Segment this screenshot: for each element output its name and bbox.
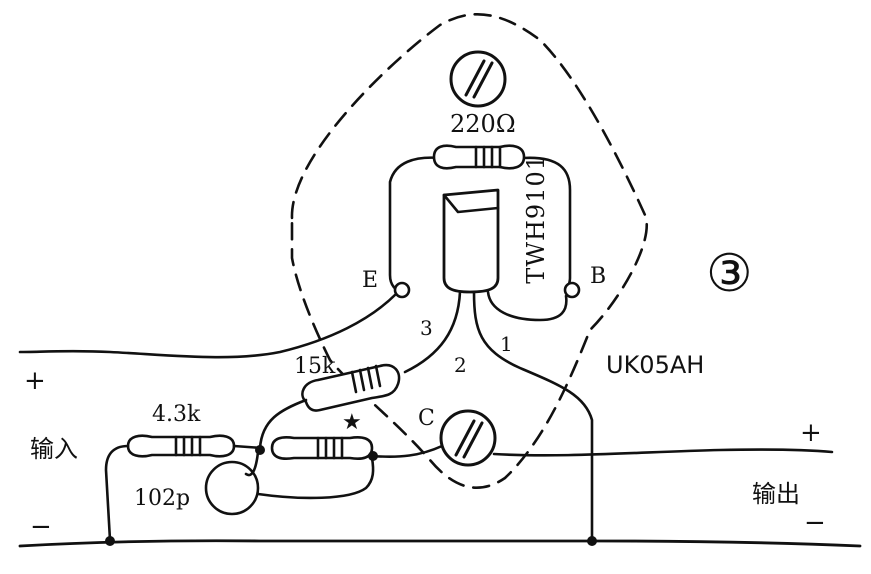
junction-dot-right <box>368 451 378 461</box>
junction-dot-left <box>255 445 265 455</box>
pin-1-label: 1 <box>500 332 513 356</box>
wire-220-left <box>388 156 442 292</box>
terminal-e-pad <box>393 281 411 299</box>
capacitor-102p-body <box>204 460 260 516</box>
input-minus-sign: − <box>30 512 52 542</box>
resistor-star-body <box>270 436 374 460</box>
chip-label: TWH9101 <box>522 154 550 284</box>
wire-ground <box>18 539 862 548</box>
chip-pin-1 <box>486 290 568 322</box>
c-trimmer <box>439 409 497 467</box>
pin-2-label: 2 <box>454 353 467 377</box>
input-plus-sign: + <box>24 366 46 396</box>
chip-pin-2 <box>472 290 594 542</box>
wire-cap-right <box>256 456 375 500</box>
output-minus-sign: − <box>804 508 826 538</box>
wire-output-plus <box>492 448 834 457</box>
resistor-220-label: 220Ω <box>450 110 516 138</box>
terminal-b-label: B <box>590 264 607 289</box>
output-plus-sign: + <box>800 418 822 448</box>
resistor-220-body <box>432 144 526 170</box>
resistor-4-3k-label: 4.3k <box>152 402 201 427</box>
chip-body <box>442 188 500 294</box>
terminal-b-pad <box>563 281 581 299</box>
resistor-star-label: ★ <box>342 410 362 435</box>
chip-pin-3 <box>403 290 462 374</box>
input-label: 输入 <box>30 435 78 463</box>
figure-number: ③ <box>706 244 753 304</box>
wire-15k-left <box>258 398 308 450</box>
wire-cap-left <box>244 450 260 477</box>
module-label: UK05AH <box>606 351 705 379</box>
wire-star-to-c <box>370 444 444 458</box>
resistor-15k-body <box>301 363 401 412</box>
terminal-c-label: C <box>418 406 435 431</box>
capacitor-102p-label: 102p <box>134 486 191 511</box>
wire-e-to-input-plus <box>18 292 398 359</box>
wire-4-3k-left <box>104 444 130 542</box>
output-label: 输出 <box>752 480 800 508</box>
top-trimmer <box>449 50 507 108</box>
resistor-15k-label: 15k <box>294 354 336 379</box>
pin-3-label: 3 <box>420 316 433 340</box>
resistor-4-3k-body <box>126 434 236 458</box>
terminal-e-label: E <box>362 268 379 293</box>
